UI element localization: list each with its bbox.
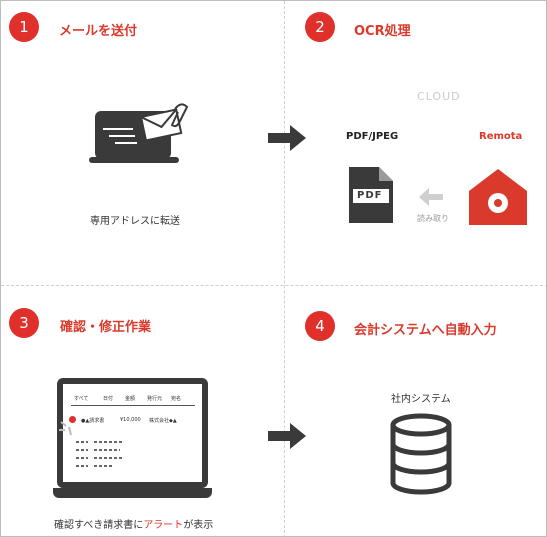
column-header: 金額 bbox=[125, 396, 136, 402]
service-label: Remota bbox=[479, 131, 523, 142]
step-3-number: 3 bbox=[9, 308, 39, 338]
step-1-caption: 専用アドレスに転送 bbox=[90, 216, 180, 227]
step-2-title: OCR処理 bbox=[354, 24, 411, 39]
laptop-base bbox=[53, 488, 212, 498]
vertical-divider bbox=[284, 1, 285, 536]
cloud-label: CLOUD bbox=[417, 90, 461, 103]
step-3-caption: 確認すべき請求書にアラートが表示 bbox=[54, 516, 213, 531]
column-header: 宛名 bbox=[171, 396, 182, 402]
caption-prefix: 確認すべき請求書に bbox=[54, 520, 144, 531]
caption-suffix: が表示 bbox=[183, 520, 214, 531]
horizontal-divider bbox=[1, 285, 546, 286]
format-label: PDF/JPEG bbox=[346, 131, 399, 142]
column-header: すべて bbox=[74, 396, 89, 402]
placeholder-rows bbox=[76, 441, 124, 467]
step-3-title: 確認・修正作業 bbox=[60, 320, 152, 335]
remota-logo-icon bbox=[469, 169, 527, 225]
invoice-row-amount: ¥10,000 bbox=[120, 417, 141, 423]
step-4-caption: 社内システム bbox=[391, 394, 451, 405]
arrow-right-icon bbox=[268, 125, 306, 151]
step-1-title: メールを送付 bbox=[59, 24, 138, 39]
arrow-left-icon bbox=[419, 188, 443, 206]
invoice-row-vendor: 株式会社◆▲ bbox=[149, 418, 177, 424]
step-4-title: 会計システムへ自動入力 bbox=[354, 323, 497, 338]
arrow-right-icon bbox=[268, 423, 306, 449]
pdf-file-icon bbox=[349, 167, 393, 223]
header-divider bbox=[71, 405, 195, 406]
mail-laptop-icon bbox=[89, 103, 189, 163]
caption-alert-word: アラート bbox=[143, 520, 184, 531]
database-icon bbox=[390, 413, 452, 495]
alert-burst-icon bbox=[59, 421, 72, 436]
invoice-row-label: ●▲請求書 bbox=[81, 418, 105, 424]
alert-dot-icon bbox=[69, 416, 76, 423]
step-1-number: 1 bbox=[9, 12, 39, 42]
step-2-number: 2 bbox=[305, 12, 335, 42]
step-4-number: 4 bbox=[305, 311, 335, 341]
column-header: 日付 bbox=[103, 396, 114, 402]
column-header: 発行元 bbox=[147, 396, 163, 402]
read-label: 読み取り bbox=[417, 214, 449, 223]
pdf-icon-text: PDF bbox=[357, 190, 383, 201]
